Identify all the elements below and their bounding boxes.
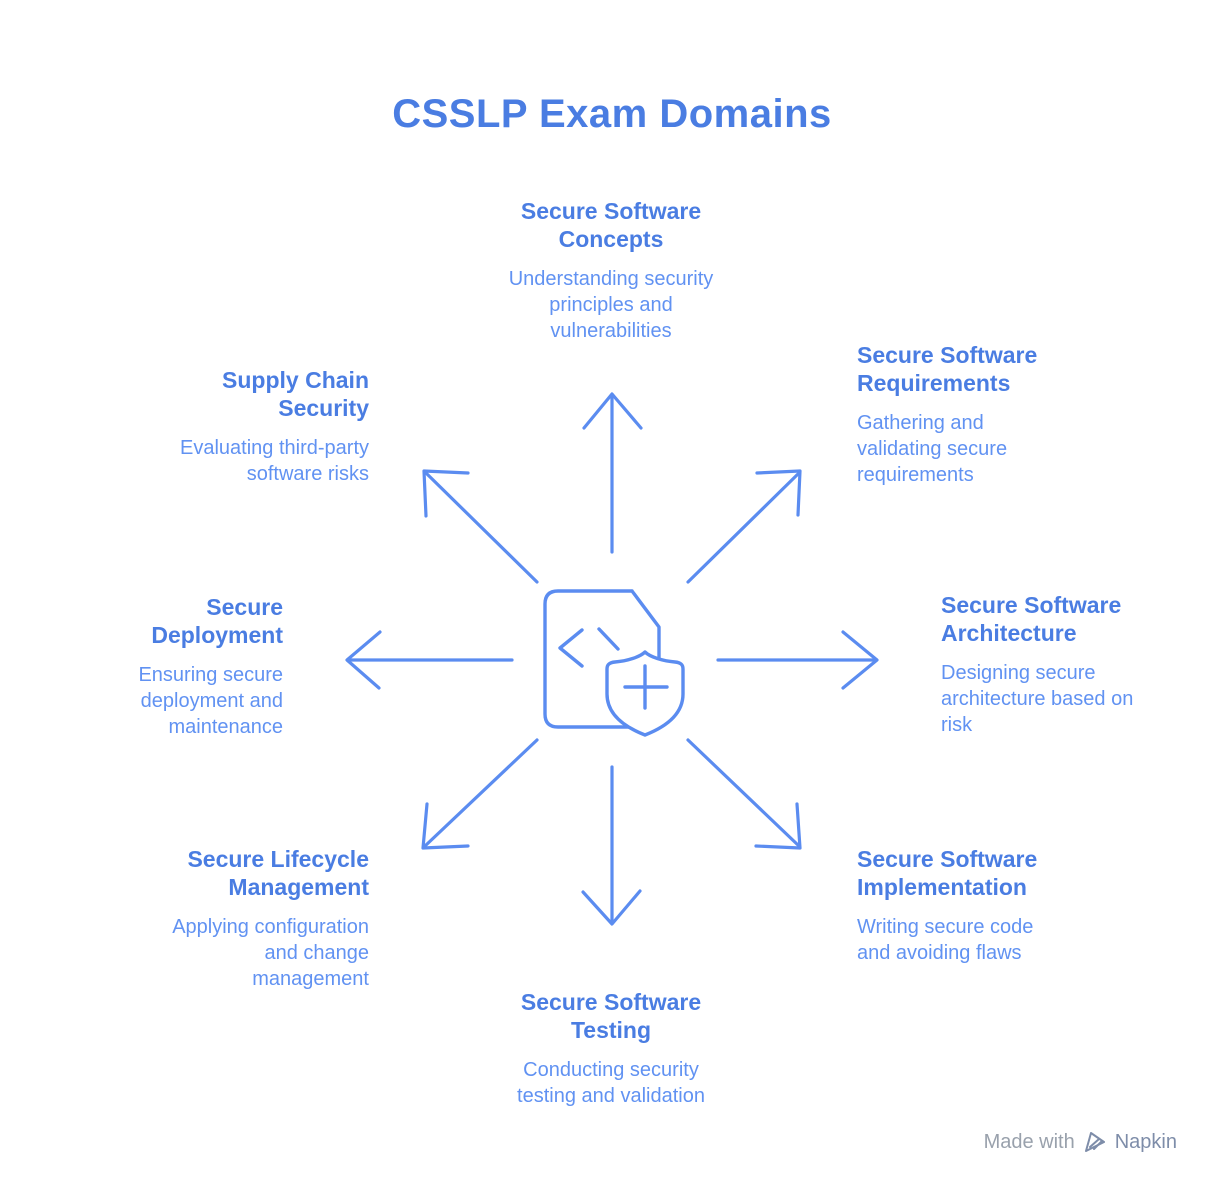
domain-heading: Secure Software Requirements: [857, 342, 1038, 396]
code-bracket-glyph: [558, 628, 584, 668]
domain-heading: Secure Software Architecture: [941, 592, 1122, 646]
arrow-up-left: [422, 469, 539, 584]
napkin-logo-icon: [1084, 1132, 1105, 1152]
arrow-down: [581, 765, 642, 926]
domain-secure-software-requirements: Secure Software Requirements Gathering a…: [857, 341, 1107, 488]
domain-description: Understanding security principles and vu…: [508, 268, 714, 342]
domain-secure-deployment: Secure Deployment Ensuring secure deploy…: [43, 593, 283, 740]
arrow-up-right: [686, 469, 802, 584]
domain-secure-software-architecture: Secure Software Architecture Designing s…: [941, 591, 1191, 738]
domain-description: Ensuring secure deployment and maintenan…: [138, 664, 283, 738]
watermark-brand-label: Napkin: [1114, 1130, 1177, 1153]
arrow-right: [716, 630, 879, 690]
domain-description: Designing secure architecture based on r…: [941, 662, 1134, 736]
domain-description: Writing secure code and avoiding flaws: [857, 916, 1034, 964]
domain-secure-software-implementation: Secure Software Implementation Writing s…: [857, 845, 1107, 966]
domain-supply-chain-security: Supply Chain Security Evaluating third-p…: [129, 366, 369, 487]
plus-glyph: [623, 664, 669, 710]
domain-secure-lifecycle-management: Secure Lifecycle Management Applying con…: [69, 845, 369, 992]
domain-heading: Secure Software Implementation: [857, 846, 1038, 900]
domain-description: Evaluating third-party software risks: [180, 437, 369, 485]
domain-secure-software-testing: Secure Software Testing Conducting secur…: [461, 988, 761, 1109]
domain-heading: Secure Software Testing: [520, 989, 702, 1043]
domain-secure-software-concepts: Secure Software Concepts Understanding s…: [461, 197, 761, 344]
napkin-watermark-link[interactable]: Made with Napkin: [984, 1130, 1177, 1154]
arrow-left: [345, 630, 514, 690]
code-document-shield-icon: [543, 589, 685, 737]
page-title: CSSLP Exam Domains: [392, 92, 832, 136]
domain-heading: Supply Chain Security: [222, 367, 369, 421]
code-slash-glyph: [597, 627, 620, 651]
arrow-up: [582, 392, 643, 554]
domain-heading: Secure Deployment: [151, 594, 283, 648]
domain-description: Conducting security testing and validati…: [517, 1059, 705, 1107]
domain-description: Applying configuration and change manage…: [172, 916, 369, 990]
domain-description: Gathering and validating secure requirem…: [857, 412, 1008, 486]
domain-heading: Secure Lifecycle Management: [187, 846, 369, 900]
arrow-down-left: [421, 738, 539, 850]
watermark-made-with-label: Made with: [983, 1130, 1075, 1153]
domain-heading: Secure Software Concepts: [520, 198, 702, 252]
arrow-down-right: [686, 738, 802, 850]
